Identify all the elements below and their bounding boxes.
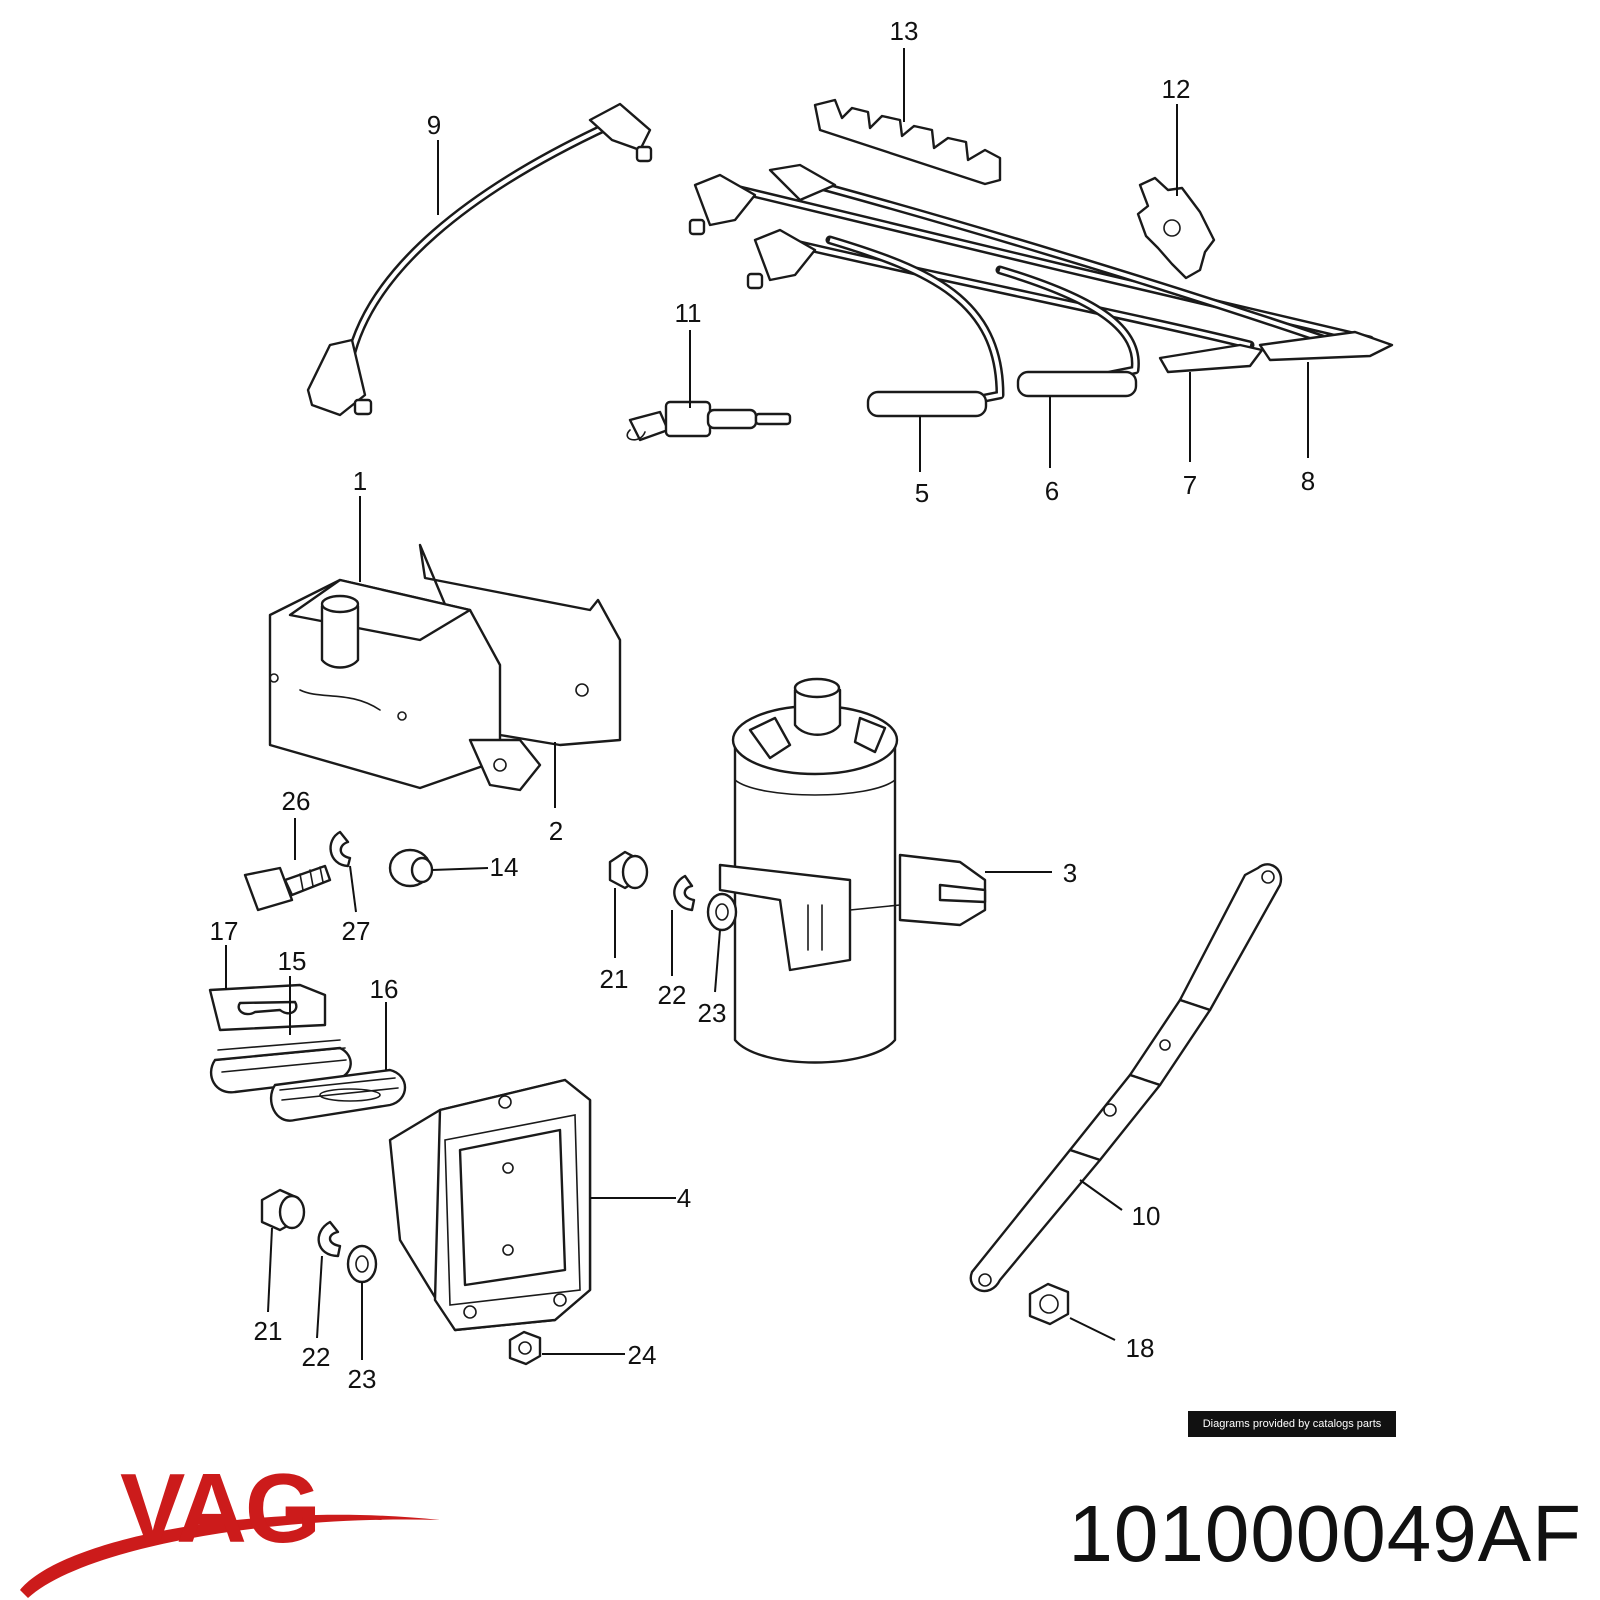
washer-22-upper[interactable] bbox=[673, 874, 696, 912]
diagram-credit-text: Diagrams provided by catalogs parts bbox=[1202, 1418, 1382, 1430]
earth-strap-10[interactable] bbox=[969, 863, 1283, 1293]
brand-logo: VAG bbox=[20, 1453, 440, 1598]
logo-swoosh bbox=[20, 1514, 440, 1598]
callout-23-upper: 23 bbox=[698, 998, 727, 1028]
callout-4: 4 bbox=[677, 1183, 691, 1213]
ignition-lead-9[interactable] bbox=[306, 102, 653, 417]
callout-27: 27 bbox=[342, 916, 371, 946]
washer-22-lower[interactable] bbox=[317, 1220, 342, 1258]
connector-15-16-17[interactable] bbox=[208, 983, 407, 1122]
distributor-part-12[interactable] bbox=[1136, 176, 1216, 280]
washer-23-lower[interactable] bbox=[346, 1244, 378, 1284]
diagram-credit-badge: Diagrams provided by catalogs parts bbox=[1188, 1411, 1396, 1437]
callout-16: 16 bbox=[370, 974, 399, 1004]
callout-9: 9 bbox=[427, 110, 441, 140]
nut-18[interactable] bbox=[1028, 1282, 1070, 1326]
callout-labels: 1 2 3 4 5 6 7 8 9 10 11 12 13 14 15 16 1… bbox=[210, 16, 1316, 1394]
nut-21-upper[interactable] bbox=[608, 850, 649, 890]
grommet-14[interactable] bbox=[388, 848, 434, 888]
washer-23-upper[interactable] bbox=[706, 892, 738, 932]
leader-lines bbox=[225, 48, 1309, 1360]
callout-7: 7 bbox=[1183, 470, 1197, 500]
spark-plug-11[interactable] bbox=[626, 400, 792, 442]
callout-21-lower: 21 bbox=[254, 1316, 283, 1346]
ignition-lead-set[interactable] bbox=[688, 163, 1394, 418]
callout-26: 26 bbox=[282, 786, 311, 816]
callout-24: 24 bbox=[628, 1340, 657, 1370]
callout-22-lower: 22 bbox=[302, 1342, 331, 1372]
callout-12: 12 bbox=[1162, 74, 1191, 104]
callout-8: 8 bbox=[1301, 466, 1315, 496]
nut-21-lower[interactable] bbox=[260, 1188, 306, 1232]
callout-2: 2 bbox=[549, 816, 563, 846]
bolt-26[interactable] bbox=[243, 864, 332, 912]
callout-10: 10 bbox=[1132, 1201, 1161, 1231]
ignition-coil-3[interactable] bbox=[718, 677, 987, 1064]
callout-6: 6 bbox=[1045, 476, 1059, 506]
cable-holder-13[interactable] bbox=[813, 98, 1002, 186]
callout-18: 18 bbox=[1126, 1333, 1155, 1363]
ignition-coil-1[interactable] bbox=[268, 543, 622, 792]
callout-13: 13 bbox=[890, 16, 919, 46]
callout-17: 17 bbox=[210, 916, 239, 946]
part-number: 101000049AF bbox=[1068, 1489, 1582, 1578]
callout-11: 11 bbox=[675, 298, 702, 328]
callout-3: 3 bbox=[1063, 858, 1077, 888]
callout-23-lower: 23 bbox=[348, 1364, 377, 1394]
control-unit-4[interactable] bbox=[388, 1078, 592, 1332]
nut-24[interactable] bbox=[508, 1330, 542, 1366]
callout-5: 5 bbox=[915, 478, 929, 508]
callout-1: 1 bbox=[353, 466, 367, 496]
logo-text: VAG bbox=[120, 1453, 319, 1563]
callout-14: 14 bbox=[490, 852, 519, 882]
callout-22-upper: 22 bbox=[658, 980, 687, 1010]
callout-21-upper: 21 bbox=[600, 964, 629, 994]
washer-27[interactable] bbox=[329, 830, 352, 868]
callout-15: 15 bbox=[278, 946, 307, 976]
